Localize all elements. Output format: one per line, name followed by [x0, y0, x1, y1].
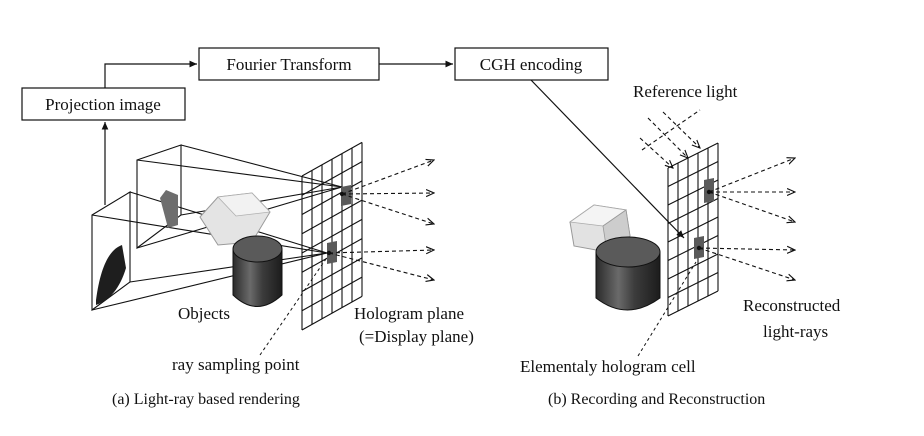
rays-left — [328, 160, 434, 280]
rays-right — [698, 158, 795, 280]
front-projection-shade — [96, 245, 126, 305]
grid-line-horizontal — [301, 161, 363, 196]
reference-light-rays — [639, 109, 700, 168]
grid-line-horizontal — [301, 257, 363, 292]
sampling-cell-upper — [341, 185, 351, 206]
cylinder-object-right — [595, 236, 661, 311]
objects-label: Objects — [178, 304, 230, 323]
fourier-transform-label: Fourier Transform — [226, 55, 351, 74]
reconstructed-label: Reconstructed — [743, 296, 841, 315]
grid-line-horizontal — [667, 235, 719, 261]
ray-sampling-pointer — [259, 255, 329, 356]
grid-line-horizontal — [667, 198, 719, 224]
grid-line-horizontal — [667, 290, 719, 317]
caption-a: (a) Light-ray based rendering — [112, 391, 300, 408]
arrow-projection-to-fourier — [104, 60, 197, 88]
grid-line-horizontal — [301, 295, 363, 331]
grid-line-horizontal — [301, 276, 363, 312]
hologram-plane-left — [301, 141, 363, 331]
grid-line-horizontal — [301, 199, 363, 235]
projection-image-box: Projection image — [21, 87, 186, 121]
elementaly-cell-label: Elementaly hologram cell — [520, 357, 696, 376]
back-projection-shade — [160, 190, 178, 228]
cylinder-object-left — [232, 235, 283, 307]
hexagon-object-left — [199, 192, 271, 246]
projection-image-label: Projection image — [45, 95, 161, 114]
grid-line-horizontal — [667, 253, 719, 280]
cgh-encoding-label: CGH encoding — [480, 55, 583, 74]
grid-line-horizontal — [667, 161, 719, 187]
caption-b: (b) Recording and Reconstruction — [548, 391, 765, 408]
hologram-plane-label: Hologram plane — [354, 304, 464, 323]
hologram-plane-right — [667, 142, 719, 317]
flow-arrows — [101, 60, 685, 239]
light-rays-label: light-rays — [763, 322, 828, 341]
display-plane-label: (=Display plane) — [359, 327, 474, 346]
cell-pointer — [637, 261, 697, 357]
grid-line-horizontal — [667, 272, 719, 298]
grid-line-horizontal — [667, 216, 719, 243]
fourier-transform-box: Fourier Transform — [198, 47, 380, 81]
arrow-cgh-to-cell — [530, 79, 685, 239]
grid-line-horizontal — [301, 141, 363, 177]
grid-line-horizontal — [301, 218, 363, 254]
grid-line-horizontal — [301, 180, 363, 215]
ray-sampling-point-label: ray sampling point — [172, 355, 300, 374]
reference-light-label: Reference light — [633, 82, 738, 101]
cgh-encoding-box: CGH encoding — [454, 47, 609, 81]
grid-line-horizontal — [667, 142, 719, 169]
